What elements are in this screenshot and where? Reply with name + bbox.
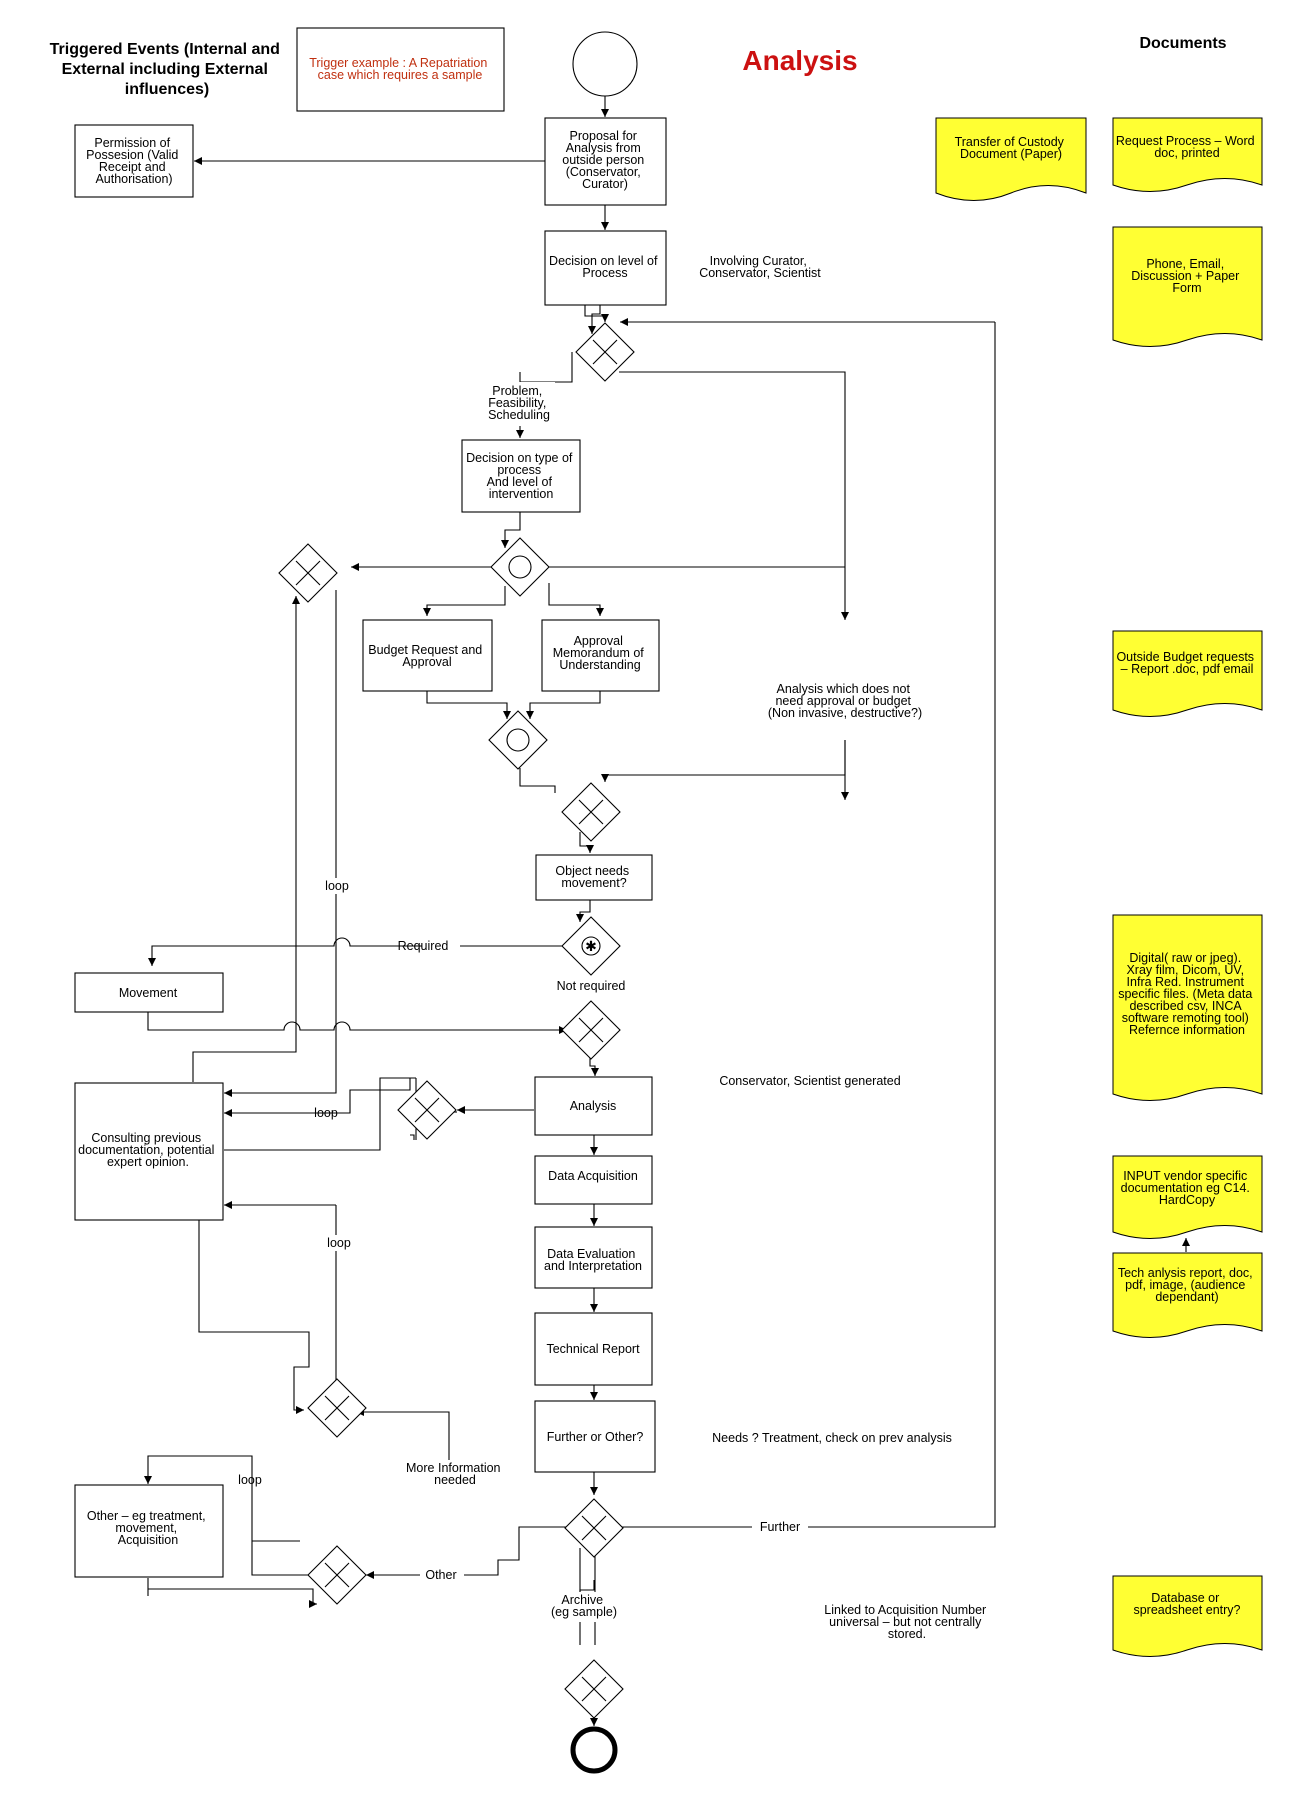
svg-text:Other – eg treatment, mo: Other – eg treatment, movement, Acquisit… xyxy=(87,1509,209,1547)
other-label: Other xyxy=(425,1568,456,1582)
involving-label: Involving Curator, Conservator, Scientis… xyxy=(699,254,821,280)
doc-phone-email: Phone, Email, Discussion + Paper Form xyxy=(1112,226,1263,347)
page-title: Analysis xyxy=(742,45,857,76)
doc-request-process: Request Process – Word doc, printed xyxy=(1112,117,1263,192)
doc-database: Database or spreadsheet entry? xyxy=(1112,1575,1263,1657)
task-data-evaluation[interactable]: Data Evaluation and Interpretation xyxy=(534,1226,653,1289)
gateway-exclusive-loop-bottom xyxy=(307,1378,367,1438)
archive-label-bg xyxy=(550,1592,618,1622)
documents-title: Documents xyxy=(1139,35,1226,52)
svg-text:INPUT vendor specific do: INPUT vendor specific documentation eg C… xyxy=(1121,1169,1254,1207)
loop-label-2: loop xyxy=(314,1106,338,1120)
task-technical-report[interactable]: Technical Report xyxy=(534,1312,653,1386)
svg-text:Approval Memorandum of: Approval Memorandum of Understanding xyxy=(553,634,648,672)
further-label-bg xyxy=(752,1519,808,1535)
loop-label-1: loop xyxy=(325,879,349,893)
gateway-exclusive-3 xyxy=(561,1000,621,1060)
svg-text:Decision on type of proc: Decision on type of process And level of… xyxy=(466,451,576,501)
needs-treatment-label: Needs ? Treatment, check on prev analysi… xyxy=(712,1431,952,1445)
trigger-example-text: Trigger example : A Repatriation case wh… xyxy=(309,56,491,82)
gateway-exclusive-end xyxy=(564,1659,624,1719)
loop-label-3: loop xyxy=(327,1236,351,1250)
doc-digital: Digital( raw or jpeg). Xray film, Dicom,… xyxy=(1112,914,1263,1101)
svg-text:Analysis: Analysis xyxy=(570,1099,617,1113)
more-info-label: More Information needed xyxy=(406,1461,504,1487)
no-approval-label-bg xyxy=(760,680,930,724)
svg-text:Outside Budget requests: Outside Budget requests – Report .doc, p… xyxy=(1116,650,1257,676)
problem-label: Problem, Feasibility, Scheduling xyxy=(488,384,550,422)
svg-text:Budget Request and Appro: Budget Request and Approval xyxy=(368,643,485,669)
loop-label-3-bg xyxy=(322,1235,356,1251)
svg-text:Decision on level of Pro: Decision on level of Process xyxy=(549,254,661,280)
required-label: Required xyxy=(398,939,449,953)
archive-label: Archive (eg sample) xyxy=(551,1593,617,1619)
more-info-label-bg xyxy=(400,1460,510,1490)
svg-text:✱: ✱ xyxy=(585,939,597,955)
task-decision-level[interactable]: Decision on level of Process xyxy=(544,230,667,306)
svg-text:Proposal for Analysis fr: Proposal for Analysis from outside perso… xyxy=(562,129,648,191)
loop-label-4: loop xyxy=(238,1473,262,1487)
doc-transfer-custody: Transfer of Custody Document (Paper) xyxy=(935,117,1087,201)
svg-text:Object needs movement?: Object needs movement? xyxy=(555,864,632,890)
gateway-complex: ✱ xyxy=(561,916,621,976)
gateway-exclusive-other xyxy=(307,1545,367,1605)
task-object-movement[interactable]: Object needs movement? xyxy=(535,854,653,901)
task-decision-type[interactable]: Decision on type of process And level of… xyxy=(461,439,581,513)
start-event xyxy=(572,31,638,97)
svg-text:Movement: Movement xyxy=(119,986,178,1000)
trigger-example-box xyxy=(296,27,505,112)
task-budget-request[interactable]: Budget Request and Approval xyxy=(362,619,493,692)
task-data-acquisition[interactable]: Data Acquisition xyxy=(534,1155,653,1205)
no-approval-label: Analysis which does not need approval or… xyxy=(768,682,922,720)
svg-text:Technical Report: Technical Report xyxy=(546,1342,640,1356)
gateway-inclusive-2 xyxy=(488,710,548,770)
svg-text:Phone, Email, Discussion: Phone, Email, Discussion + Paper Form xyxy=(1131,257,1243,295)
task-proposal[interactable]: Proposal for Analysis from outside perso… xyxy=(544,117,667,206)
gateway-exclusive-consult xyxy=(397,1080,457,1140)
doc-input-vendor: INPUT vendor specific documentation eg C… xyxy=(1112,1155,1263,1239)
flow-connectors xyxy=(148,96,1190,1726)
svg-text:Data Evaluation and Inte: Data Evaluation and Interpretation xyxy=(544,1247,642,1273)
gateway-exclusive-1 xyxy=(575,322,635,382)
linked-label: Linked to Acquisition Number universal –… xyxy=(824,1603,989,1641)
svg-text:Database or spreadsheet: Database or spreadsheet entry? xyxy=(1133,1591,1240,1617)
gateway-exclusive-loop-top xyxy=(278,543,338,603)
task-movement[interactable]: Movement xyxy=(74,972,224,1013)
cons-sci-generated-label: Conservator, Scientist generated xyxy=(719,1074,900,1088)
gateway-inclusive-1 xyxy=(490,537,550,597)
svg-text:Permission of Possesion: Permission of Possesion (Valid Receipt a… xyxy=(86,136,182,186)
svg-text:Further or Other?: Further or Other? xyxy=(547,1430,644,1444)
svg-text:Transfer of Custody Docu: Transfer of Custody Document (Paper) xyxy=(955,135,1068,161)
doc-tech-report: Tech anlysis report, doc, pdf, image, (a… xyxy=(1112,1252,1263,1338)
other-label-bg xyxy=(420,1567,464,1583)
triggered-events-title: Triggered Events (Internal and External … xyxy=(50,41,285,98)
task-permission[interactable]: Permission of Possesion (Valid Receipt a… xyxy=(74,124,194,198)
svg-text:Request Process – Word d: Request Process – Word doc, printed xyxy=(1116,134,1258,160)
svg-text:Digital( raw or jpeg). X: Digital( raw or jpeg). Xray film, Dicom,… xyxy=(1118,951,1256,1037)
svg-text:Consulting previous docu: Consulting previous documentation, poten… xyxy=(78,1131,218,1169)
gateway-exclusive-2 xyxy=(561,782,621,842)
task-other[interactable]: Other – eg treatment, movement, Acquisit… xyxy=(74,1484,224,1578)
loop-label-1-bg xyxy=(320,878,354,894)
further-label: Further xyxy=(760,1520,800,1534)
svg-text:Data Acquisition: Data Acquisition xyxy=(548,1169,638,1183)
task-analysis[interactable]: Analysis xyxy=(534,1076,653,1136)
task-consulting[interactable]: Consulting previous documentation, poten… xyxy=(74,1082,224,1221)
svg-text:Tech anlysis report, doc,: Tech anlysis report, doc, pdf, image, (a… xyxy=(1118,1266,1256,1304)
problem-label-bg xyxy=(485,382,555,424)
not-required-label: Not required xyxy=(557,979,626,993)
gateway-exclusive-further xyxy=(564,1498,624,1558)
task-approval-memorandum[interactable]: Approval Memorandum of Understanding xyxy=(541,619,660,692)
end-event xyxy=(570,1726,618,1774)
doc-outside-budget: Outside Budget requests – Report .doc, p… xyxy=(1112,630,1263,717)
task-further-other[interactable]: Further or Other? xyxy=(534,1400,656,1473)
